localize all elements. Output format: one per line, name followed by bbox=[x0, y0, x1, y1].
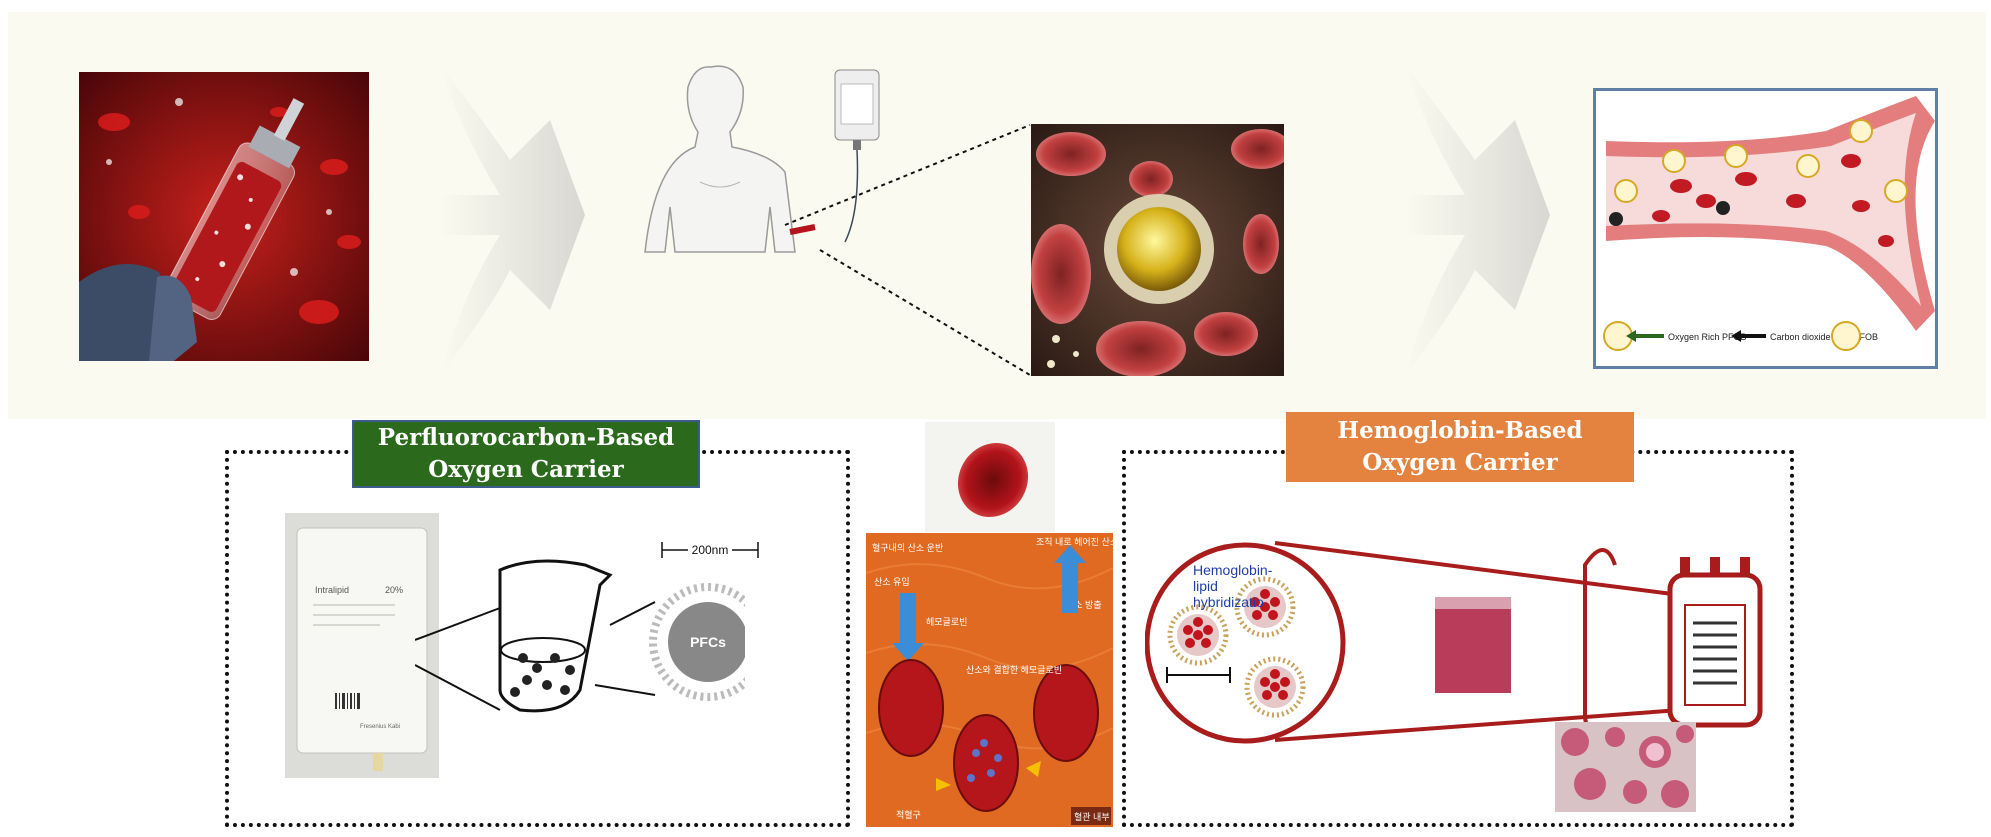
patient-iv-infusion-illustration bbox=[640, 62, 890, 262]
pfc-core-label: PFCs bbox=[690, 634, 726, 650]
size-label: 200nm bbox=[692, 543, 729, 557]
red-blood-cell-image bbox=[925, 422, 1055, 532]
kr-label-in: 산소 유입 bbox=[874, 576, 910, 587]
blood-vessel-diagram: Oxygen Rich PFOB Carbon dioxide Rich PFO… bbox=[1593, 88, 1938, 369]
bag-percent: 20% bbox=[385, 585, 403, 595]
hboc-diagram: Hemoglobin- lipid hybridizatio bbox=[1144, 535, 1785, 745]
nanoparticle-in-bloodstream-image bbox=[1031, 124, 1284, 376]
hb-annotation-line2: lipid bbox=[1193, 578, 1218, 594]
zoom-connector-lines bbox=[784, 124, 1031, 376]
legend-co2-rich: Carbon dioxide Rich PFOB bbox=[1770, 332, 1878, 342]
vial-illustration bbox=[79, 72, 369, 361]
legend-oxygen-rich: Oxygen Rich PFOB bbox=[1668, 332, 1747, 342]
hb-microparticles-photo bbox=[1555, 722, 1696, 812]
rbc-oxygen-transport-panel: 혈구내의 산소 운반 조직 내로 헤어진 산소 산소 유입 산소 방출 산소와 … bbox=[866, 533, 1113, 827]
kr-label-top-right: 조직 내로 헤어진 산소 bbox=[1036, 536, 1113, 547]
nanoparticle-size-scale: 200nm bbox=[660, 540, 760, 575]
pfoc-label: Perfluorocarbon-Based Oxygen Carrier bbox=[352, 420, 700, 488]
kr-label-top-left: 혈구내의 산소 운반 bbox=[872, 542, 943, 553]
hboc-label-line1: Hemoglobin-Based bbox=[1337, 417, 1583, 444]
kr-label-out: 산소 방출 bbox=[1066, 600, 1102, 610]
pfc-emulsion-diagram: PFCs bbox=[414, 540, 767, 740]
flow-arrow-right-2 bbox=[1395, 60, 1555, 380]
hb-annotation-line1: Hemoglobin- bbox=[1193, 562, 1273, 578]
emulsion-bag-photo: Intralipid 20% Fresenius Kabi bbox=[285, 513, 439, 778]
hb-annotation-line3: hybridizatio bbox=[1193, 594, 1264, 610]
kr-label-rbc: 적혈구 bbox=[896, 809, 921, 820]
bag-manufacturer: Fresenius Kabi bbox=[360, 724, 400, 730]
kr-label-mid: 산소와 결합한 헤모글로빈 bbox=[966, 664, 1062, 675]
pfoc-label-line1: Perfluorocarbon-Based bbox=[377, 424, 675, 451]
hboc-label: Hemoglobin-Based Oxygen Carrier bbox=[1286, 412, 1634, 482]
kr-label-corner: 혈관 내부 bbox=[1074, 811, 1110, 822]
kr-label-hb: 헤모글로빈 bbox=[926, 616, 967, 627]
hboc-label-line2: Oxygen Carrier bbox=[1362, 449, 1558, 476]
bag-brand: Intralipid bbox=[315, 585, 349, 595]
flow-arrow-right-1 bbox=[430, 60, 590, 380]
pfoc-label-line2: Oxygen Carrier bbox=[428, 456, 624, 483]
